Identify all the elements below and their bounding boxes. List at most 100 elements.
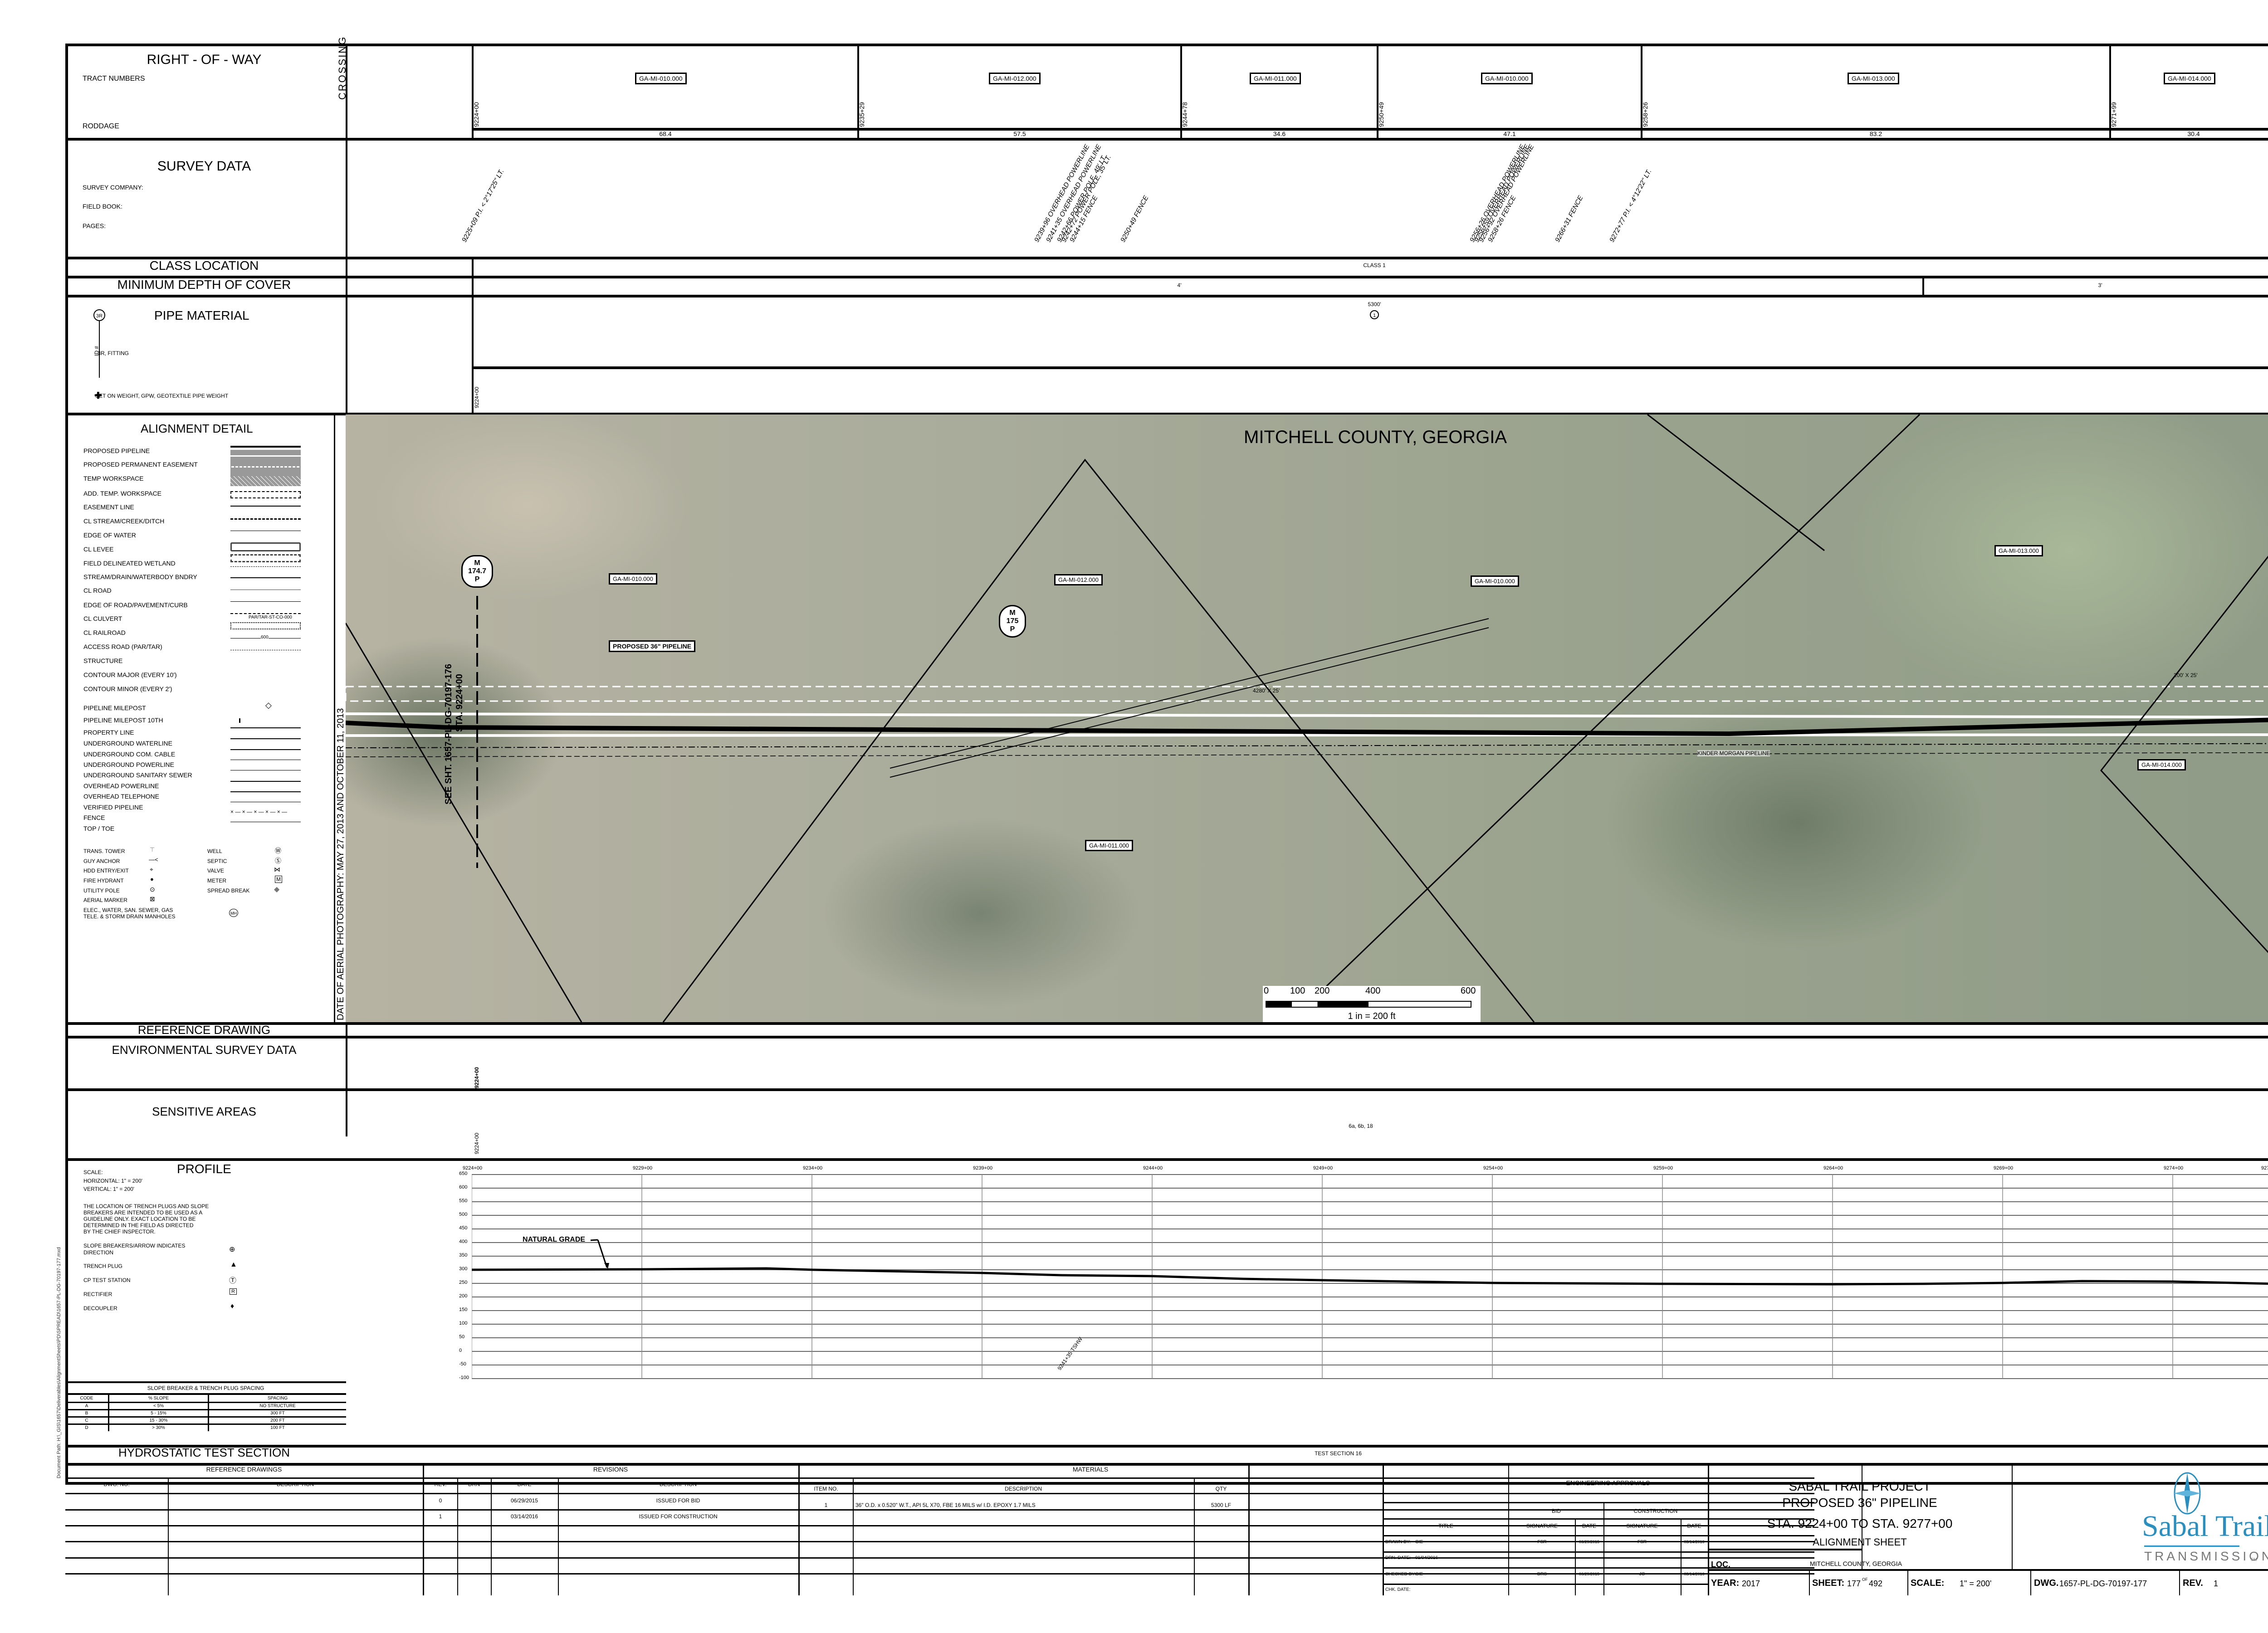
vertical-scale: VERTICAL: 1" = 200' <box>83 1186 135 1192</box>
dwg-label: DWG. <box>2034 1578 2059 1588</box>
rev-cell: 0 <box>439 1497 442 1504</box>
symbol-label: GUY ANCHOR <box>83 858 120 864</box>
access-road-sample: PAR/TAR-ST-CO-000 <box>249 615 292 620</box>
rev-cell: 1 <box>439 1513 442 1520</box>
min-depth-value: 3' <box>2098 282 2102 288</box>
legend-item: PROPOSED PERMANENT EASEMENT <box>83 461 198 468</box>
divider <box>472 128 2268 131</box>
legend-item: ACCESS ROAD (PAR/TAR) <box>83 643 162 650</box>
alignment-detail-title: ALIGNMENT DETAIL <box>141 422 253 435</box>
sheet-number: 177 <box>1847 1579 1861 1588</box>
station-label: 9224+00 <box>474 386 480 408</box>
divider <box>1708 1463 1709 1595</box>
env-survey-title: ENVIRONMENTAL SURVEY DATA <box>112 1043 297 1057</box>
profile-note: BY THE CHIEF INSPECTOR. <box>83 1228 156 1235</box>
divider <box>1194 1477 1195 1595</box>
tract-tag: GA-MI-013.000 <box>1848 73 1899 84</box>
legend-item: STRUCTURE <box>83 657 123 664</box>
y-tick: 400 <box>459 1239 468 1244</box>
divider <box>1809 1571 1810 1595</box>
divider <box>65 1445 2268 1448</box>
divider <box>472 258 474 414</box>
divider <box>2030 1571 2031 1595</box>
workspace-label: 200' X 25' <box>2174 672 2198 678</box>
y-tick: 0 <box>459 1348 462 1353</box>
aerial-marker-icon: ⊠ <box>150 895 155 902</box>
cp-test-station-icon: Ⓣ <box>229 1277 237 1285</box>
profile-symbol-label: DIRECTION <box>83 1249 113 1256</box>
manhole-text: MH <box>230 911 237 916</box>
divider <box>65 1022 2268 1025</box>
test-section-label: TEST SECTION 16 <box>1315 1450 1362 1457</box>
scale-bar: 0 100 200 400 600 1 in = 200 ft <box>1263 986 1481 1022</box>
profile-symbol-label: RECTIFIER <box>83 1291 112 1297</box>
divider <box>491 1477 492 1595</box>
divider <box>1383 1518 1814 1520</box>
scale-label: SCALE: <box>1911 1578 1945 1588</box>
divider <box>65 138 2268 141</box>
station-label: 9224+00 <box>474 1067 480 1088</box>
station-label: 9250+49 <box>1378 102 1385 127</box>
drn-date-value: 01/04/2016 <box>1415 1555 1438 1560</box>
divider <box>65 1493 1814 1494</box>
x-tick: 9277+00 <box>2261 1165 2268 1171</box>
legend-item: PROPERTY LINE <box>83 729 134 736</box>
divider <box>65 413 2268 415</box>
class-location-title: CLASS LOCATION <box>149 258 259 273</box>
fitting-id-symbol: 3R <box>93 309 105 321</box>
profile-symbol-label: CP TEST STATION <box>83 1277 131 1283</box>
y-tick: 650 <box>459 1171 468 1176</box>
year-value: 2017 <box>1742 1579 1760 1588</box>
utility-pole-icon: ⊙ <box>150 886 155 893</box>
symbol-label: AERIAL MARKER <box>83 897 127 903</box>
milepost-p: P <box>474 575 480 583</box>
approvals-bid: BID <box>1551 1508 1561 1514</box>
natural-grade-label: NATURAL GRADE <box>523 1236 586 1243</box>
divider <box>472 44 474 138</box>
checked-bid-sig: DRS <box>1537 1572 1547 1577</box>
x-tick: 9249+00 <box>1313 1165 1333 1171</box>
loc-label: LOC. <box>1711 1560 1730 1569</box>
spacing-cell: 15 - 30% <box>108 1417 209 1424</box>
divider <box>457 1477 458 1595</box>
legend-item: PIPELINE MILEPOST <box>83 704 146 712</box>
divider <box>65 1477 1814 1479</box>
rev-label: REV. <box>2183 1578 2203 1588</box>
legend-item: EASEMENT LINE <box>83 503 134 511</box>
mat-col: DESCRIPTION <box>1004 1486 1042 1492</box>
aerial-map[interactable]: MITCHELL COUNTY, GEORGIA PROPOSED 36" PI… <box>346 414 2268 1022</box>
tract-tag: GA-MI-010.000 <box>1481 73 1533 84</box>
chk-date-label: CHK. DATE: <box>1385 1587 1411 1592</box>
y-tick: 100 <box>459 1321 468 1326</box>
divider <box>472 366 2268 369</box>
milepost-marker: M 175 P <box>999 605 1026 638</box>
roddage-label: RODDAGE <box>83 122 119 130</box>
sheet-frame <box>65 44 2268 1485</box>
weight-note: SET ON WEIGHT, GPW, GEOTEXTILE PIPE WEIG… <box>95 393 229 399</box>
legend-item: VERIFIED PIPELINE <box>83 804 143 811</box>
station-label: 9244+78 <box>1181 102 1188 127</box>
scale-tick: 0 <box>1264 986 1269 996</box>
sheet-total: 492 <box>1869 1579 1883 1588</box>
fence-symbol: × — × — × — × — × — <box>230 809 288 815</box>
scale-label: SCALE: <box>83 1169 103 1175</box>
pipe-material-title: PIPE MATERIAL <box>154 308 249 322</box>
profile-note: BREAKERS ARE INTENDED TO BE USED AS A <box>83 1209 203 1216</box>
match-line-left-sta: STA. 9224+00 <box>455 673 464 732</box>
y-tick: 300 <box>459 1266 468 1272</box>
scale-label: 1 in = 200 ft <box>1348 1011 1396 1021</box>
milepost-p: P <box>1010 625 1015 633</box>
legend-item: PROPOSED PIPELINE <box>83 447 150 454</box>
profile-note: GUIDELINE ONLY. EXACT LOCATION TO BE <box>83 1216 196 1222</box>
x-tick: 9254+00 <box>1483 1165 1503 1171</box>
y-tick: 600 <box>459 1185 468 1190</box>
rev-value: 1 <box>2214 1579 2219 1588</box>
pipe-length: 5300' <box>1368 301 1381 307</box>
divider <box>2012 1463 2013 1571</box>
trench-plug-icon: ▲ <box>230 1261 237 1268</box>
y-tick: 450 <box>459 1225 468 1231</box>
hydrostatic-title: HYDROSTATIC TEST SECTION <box>118 1446 290 1459</box>
legend-item: STREAM/DRAIN/WATERBODY BNDRY <box>83 573 197 580</box>
milepost-value: 175 <box>1006 617 1019 625</box>
spacing-cell: 200 FT <box>270 1418 285 1423</box>
